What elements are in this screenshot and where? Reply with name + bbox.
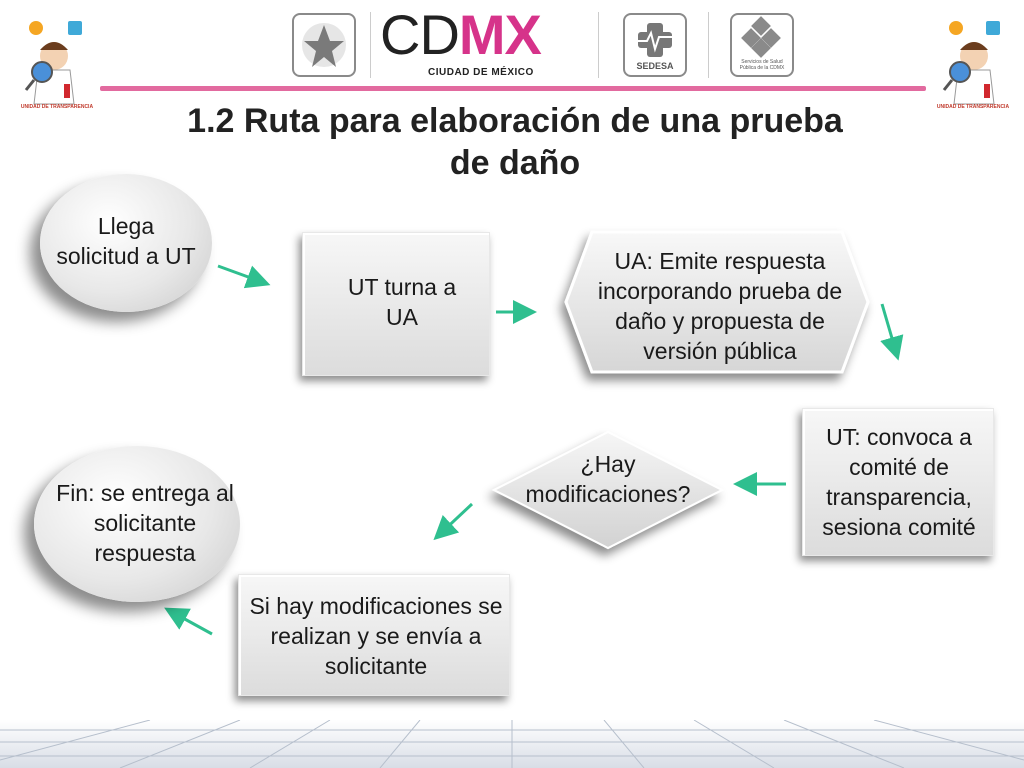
- node-ut-convoca: [802, 408, 994, 556]
- node-fin-entrega-text: Fin: se entrega al solicitante respuesta: [56, 480, 234, 566]
- node-ut-convoca-text: UT: convoca a comité de transparencia, s…: [822, 424, 976, 540]
- header-separator: [370, 12, 371, 78]
- header-banner: UNIDAD DE TRANSPARENCIA CDMX CIUDAD DE M…: [0, 0, 1024, 111]
- cdmx-wordmark: CDMX: [380, 3, 542, 66]
- node-hay-modificaciones-text: ¿Hay modificaciones?: [525, 451, 691, 507]
- node-llega-solicitud: [40, 174, 212, 312]
- title-line-1: 1.2 Ruta para elaboración de una prueba: [187, 102, 843, 140]
- unidad-caption-right: UNIDAD DE TRANSPARENCIA: [936, 104, 1010, 110]
- sedesa-label: SEDESA: [636, 61, 674, 71]
- header-separator: [708, 12, 709, 78]
- arrow-n3-to-n4: [880, 303, 904, 361]
- servicios-label: Servicios de Salud Pública de la CDMX: [739, 59, 785, 71]
- perspective-floor: [0, 720, 1024, 768]
- node-llega-solicitud-text: Llega solicitud a UT: [56, 213, 196, 269]
- header-divider-line: [100, 86, 926, 91]
- node-ua-emite-text: UA: Emite respuesta incorporando prueba …: [597, 248, 843, 364]
- node-si-hay-modificaciones-text: Si hay modificaciones se realizan y se e…: [249, 593, 503, 679]
- slide-title: 1.2 Ruta para elaboración de una prueba …: [140, 100, 890, 184]
- cdmx-subtitle: CIUDAD DE MÉXICO: [428, 67, 534, 78]
- unidad-caption-left: UNIDAD DE TRANSPARENCIA: [20, 104, 94, 110]
- ut-mascot-icon: [24, 21, 82, 105]
- health-cross-icon: [635, 23, 675, 57]
- ut-mascot-icon: [942, 21, 1000, 105]
- node-ut-turna-text: UT turna a UA: [347, 274, 457, 330]
- node-fin-entrega: [34, 446, 240, 602]
- transparency-unit-logo-right: UNIDAD DE TRANSPARENCIA: [930, 8, 1016, 116]
- node-hay-modificaciones-shape: [491, 430, 725, 550]
- node-ut-turna: [302, 232, 490, 376]
- title-line-2: de daño: [449, 144, 581, 182]
- header-separator: [598, 12, 599, 78]
- arrow-n5-to-n6: [433, 502, 474, 541]
- node-ua-emite-shape: [564, 230, 870, 374]
- arrow-n1-to-n2: [217, 264, 271, 289]
- transparency-unit-logo-left: UNIDAD DE TRANSPARENCIA: [14, 8, 100, 116]
- servicios-salud-logo: Servicios de Salud Pública de la CDMX: [730, 13, 794, 77]
- node-si-hay-modificaciones: [238, 574, 510, 696]
- emblem-icon: [302, 23, 346, 67]
- arrow-n6-to-n7: [164, 607, 213, 636]
- diamond-cluster-icon: [741, 16, 781, 58]
- government-emblem-logo: [292, 13, 356, 77]
- sedesa-logo: SEDESA: [623, 13, 687, 77]
